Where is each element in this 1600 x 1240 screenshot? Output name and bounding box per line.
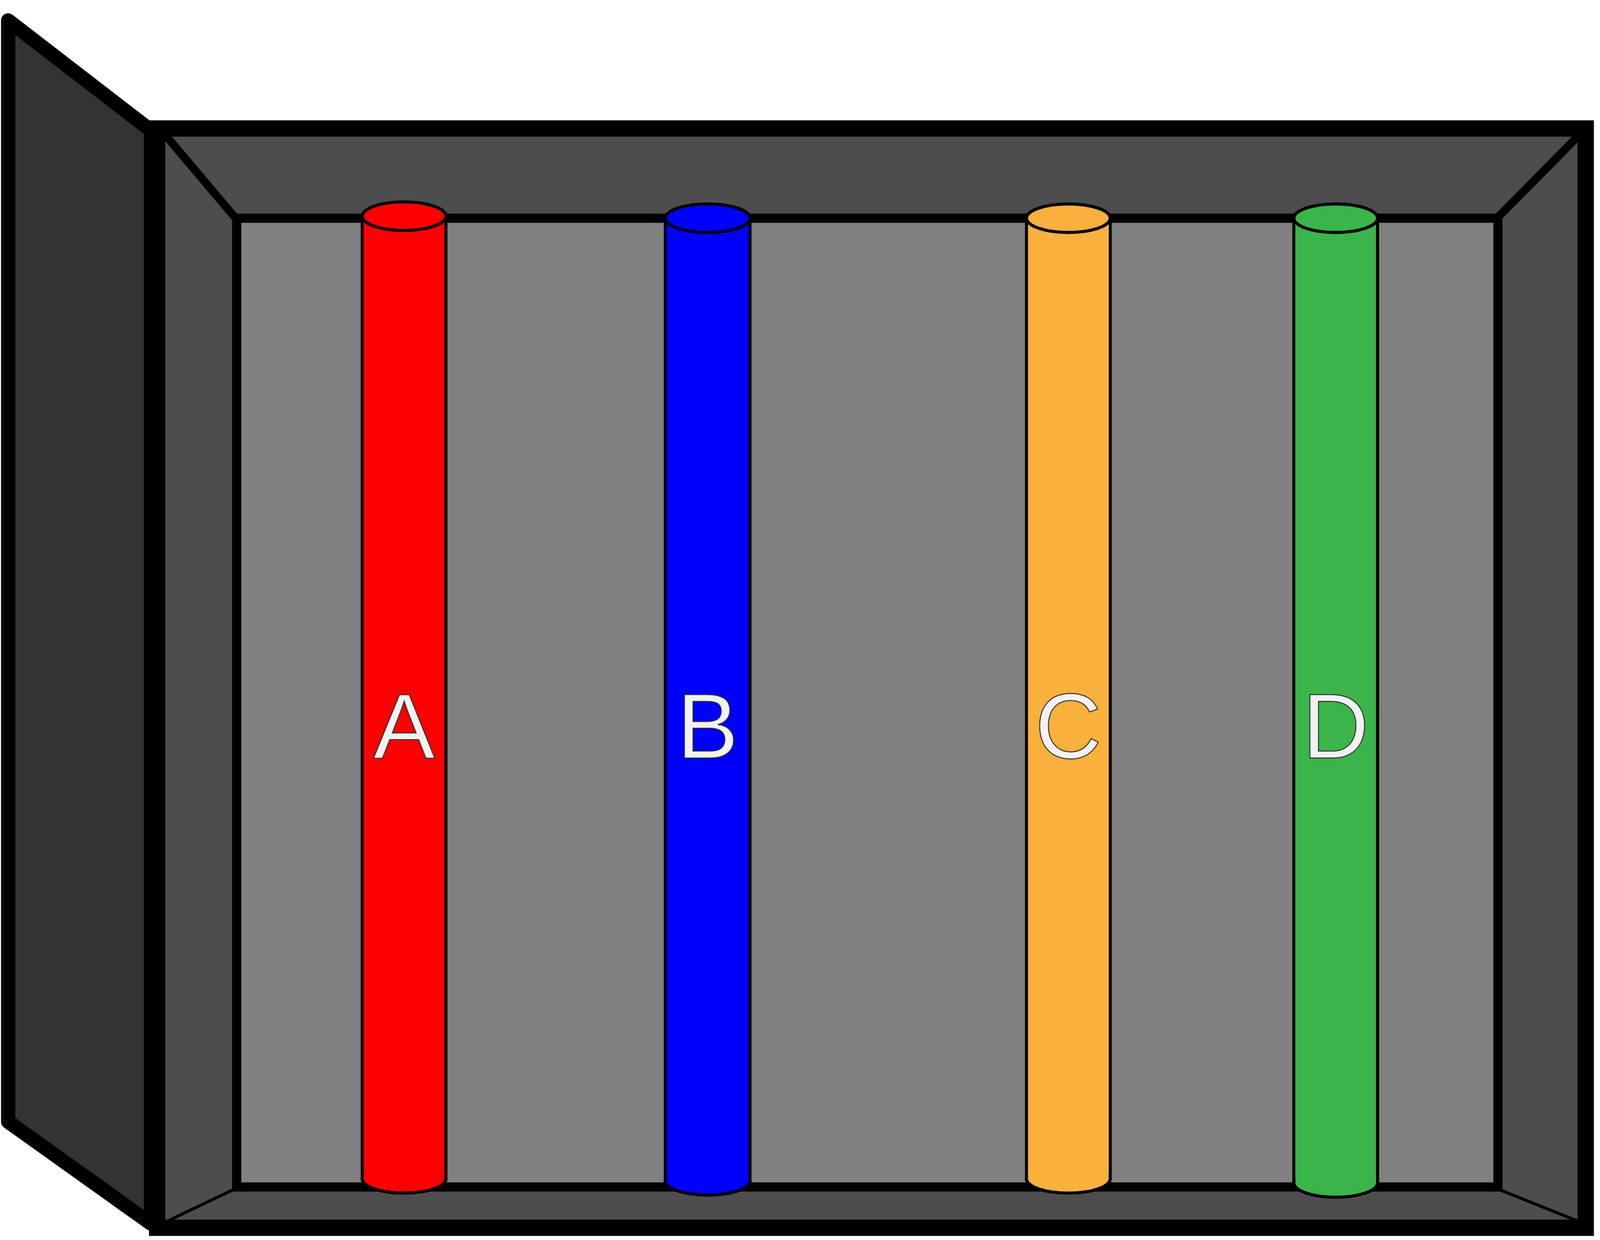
box-edge — [168, 1189, 235, 1222]
rod: A — [362, 216, 446, 1180]
rod: B — [665, 218, 751, 1182]
rod: D — [1294, 218, 1378, 1184]
box-edge — [1498, 132, 1582, 218]
rod-shape — [362, 202, 446, 1194]
rod-top — [362, 202, 446, 231]
rod-fill — [1027, 218, 1109, 1180]
rod-top — [665, 204, 751, 233]
rod: C — [1026, 218, 1110, 1180]
rod-fill — [363, 216, 445, 1180]
box-flap — [7, 20, 151, 1225]
rod-letter: A — [373, 680, 436, 773]
rod-letter: C — [1034, 680, 1102, 773]
box-frame — [156, 128, 1586, 1229]
rod-top — [1294, 204, 1378, 233]
rod-body — [362, 216, 446, 1180]
rod-shape — [1026, 204, 1110, 1194]
rod-letter: B — [676, 680, 739, 773]
rod-shape — [1294, 204, 1378, 1198]
box-edge — [1498, 1189, 1577, 1222]
rod-body — [1026, 218, 1110, 1180]
rod-fill — [1295, 218, 1377, 1184]
rod-letter: D — [1302, 680, 1370, 773]
rod-body — [665, 218, 751, 1182]
rod-fill — [666, 218, 749, 1182]
box-edge — [163, 132, 235, 218]
rods — [362, 202, 1378, 1198]
rod-shape — [665, 204, 751, 1196]
rod-body — [1294, 218, 1378, 1184]
rod-top — [1026, 204, 1110, 233]
